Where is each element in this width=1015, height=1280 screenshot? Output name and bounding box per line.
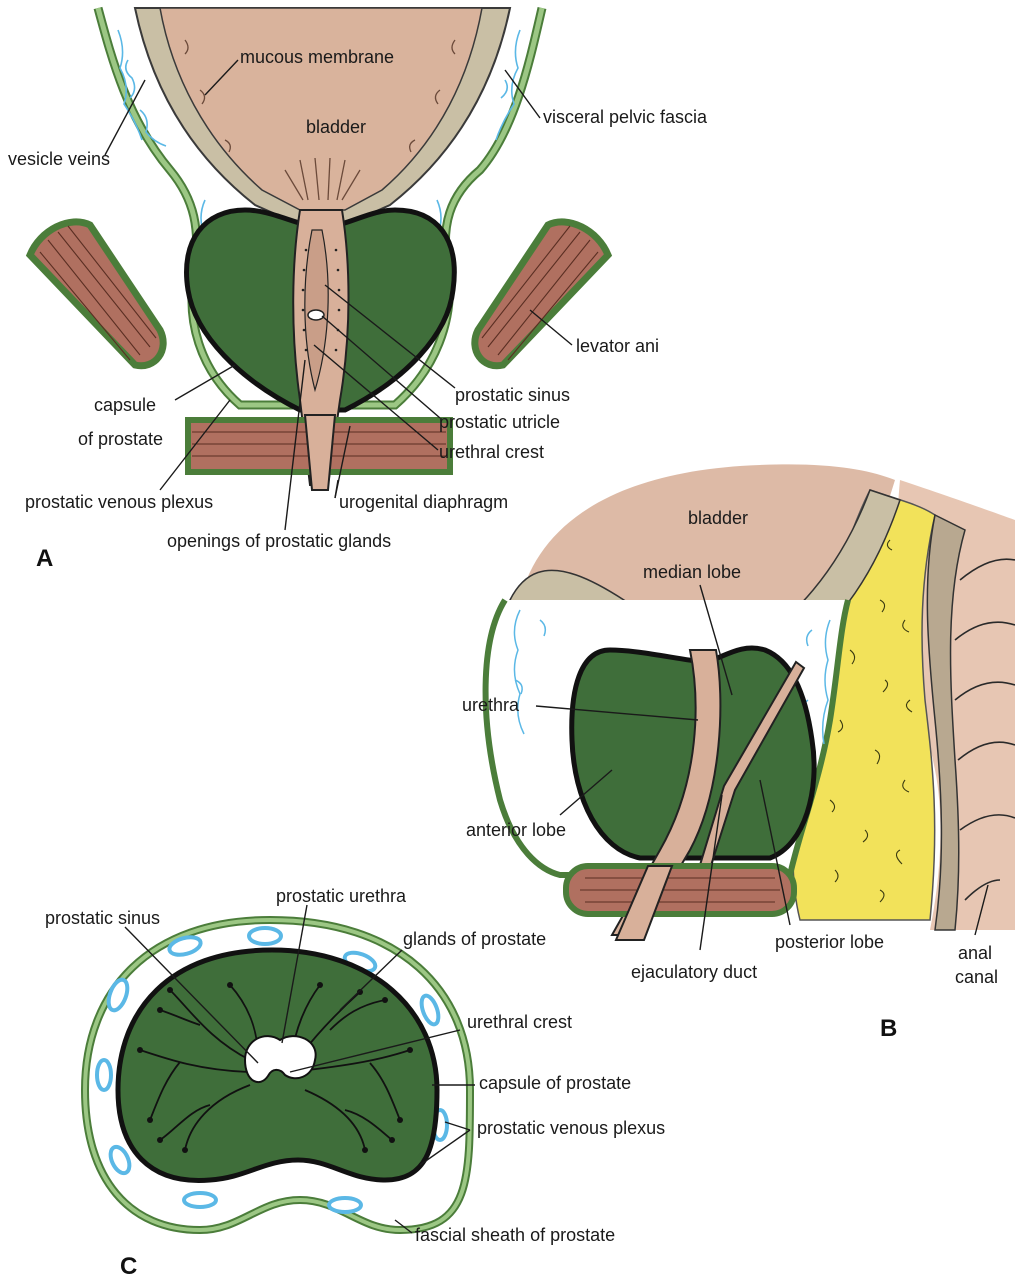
label-bladder-a: bladder [306,117,366,137]
label-prostatic-utricle: prostatic utricle [439,412,560,432]
label-fascial-sheath: fascial sheath of prostate [415,1225,615,1245]
panel-label-b: B [880,1015,897,1042]
label-ejaculatory-duct: ejaculatory duct [631,962,757,982]
figure-b [486,464,1015,950]
label-urethra-b: urethra [462,695,520,715]
label-prostatic-sinus-a: prostatic sinus [455,385,570,405]
label-anal-line2: canal [955,967,998,987]
label-urethral-crest-a: urethral crest [439,442,544,462]
label-anterior-lobe: anterior lobe [466,820,566,840]
label-glands-of-prostate: glands of prostate [403,929,546,949]
label-capsule-line2: of prostate [78,429,163,449]
label-mucous-membrane: mucous membrane [240,47,394,67]
label-prostatic-venous-plexus-a: prostatic venous plexus [25,492,213,512]
panel-label-a: A [36,545,53,572]
label-capsule-line1: capsule [94,395,156,415]
label-median-lobe: median lobe [643,562,741,582]
label-posterior-lobe: posterior lobe [775,932,884,952]
label-anal-line1: anal [958,943,992,963]
label-prostatic-venous-plexus-c: prostatic venous plexus [477,1118,665,1138]
label-capsule-of-prostate-c: capsule of prostate [479,1073,631,1093]
label-urethral-crest-c: urethral crest [467,1012,572,1032]
label-prostatic-urethra: prostatic urethra [276,886,407,906]
label-prostatic-sinus-c: prostatic sinus [45,908,160,928]
figure-c [85,905,475,1233]
label-openings: openings of prostatic glands [167,531,391,551]
label-levator-ani: levator ani [576,336,659,356]
label-visceral-pelvic-fascia: visceral pelvic fascia [543,107,708,127]
label-vesicle-veins: vesicle veins [8,149,110,169]
label-urogenital-diaphragm: urogenital diaphragm [339,492,508,512]
levator-ani-left [30,222,163,366]
label-bladder-b: bladder [688,508,748,528]
panel-label-c: C [120,1253,137,1280]
